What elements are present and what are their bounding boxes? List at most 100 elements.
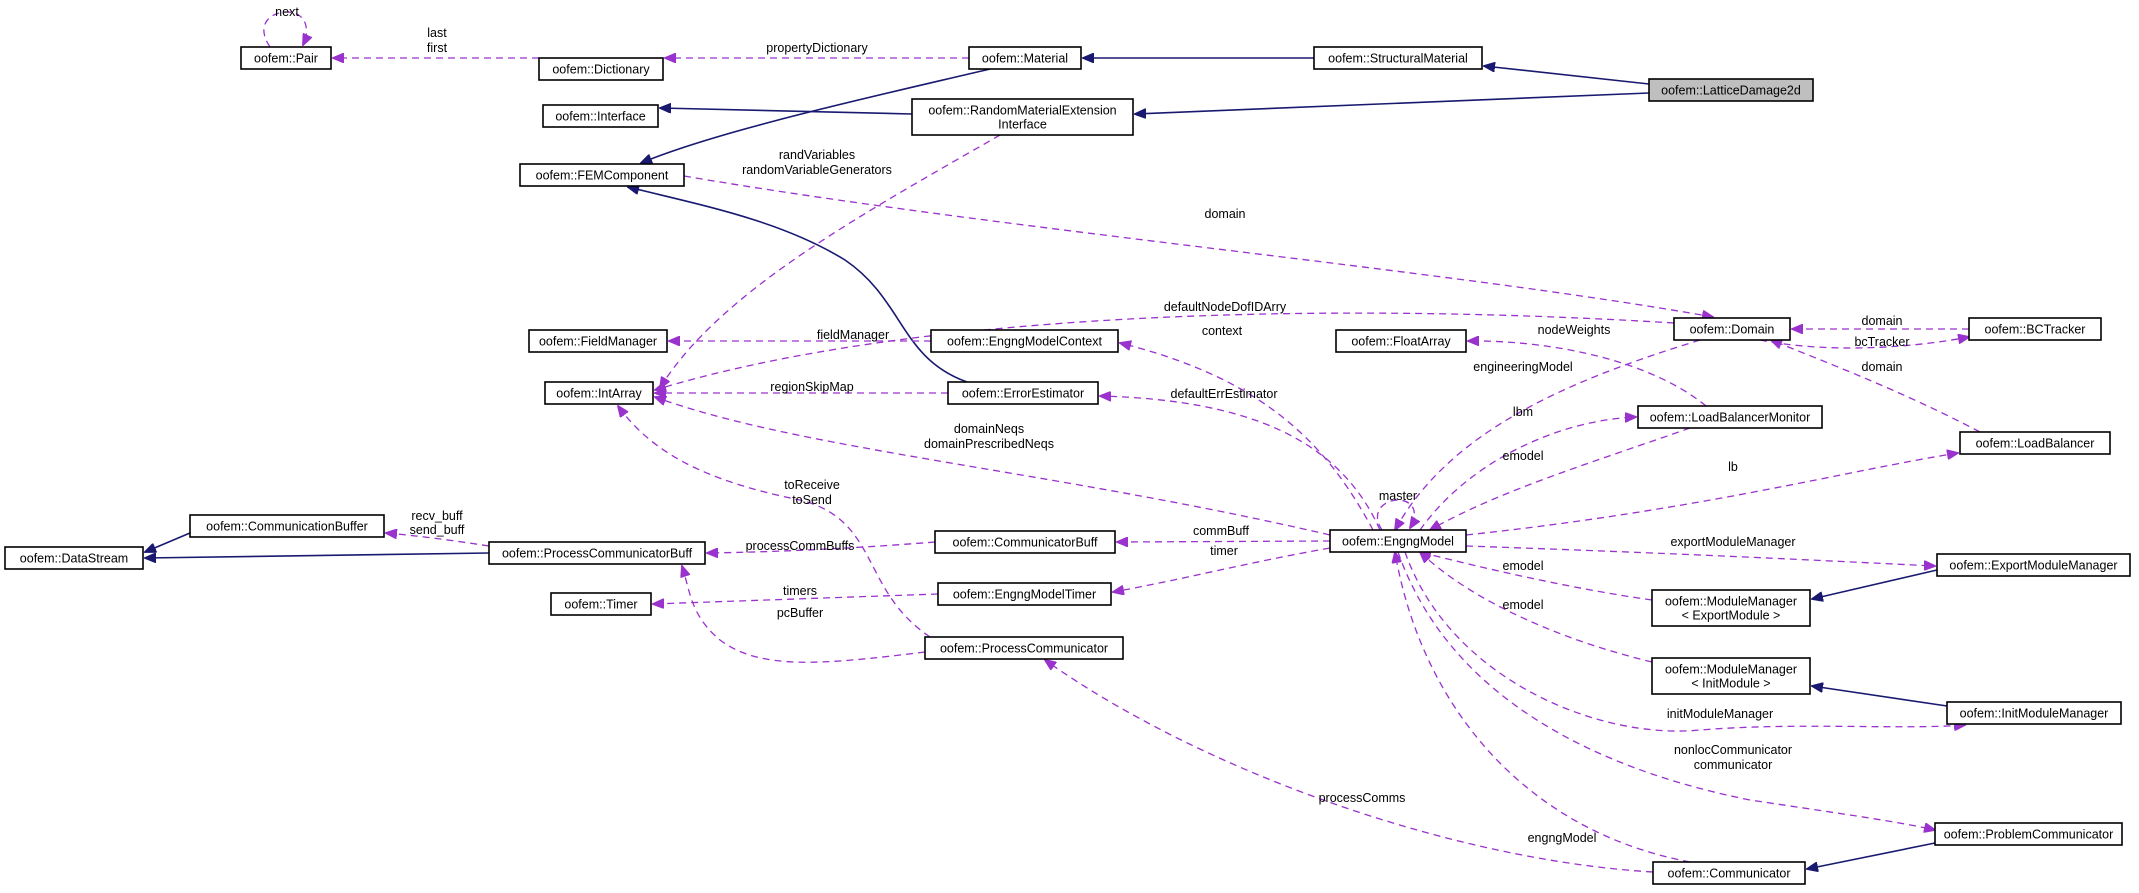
class-node-label: oofem::Dictionary xyxy=(552,63,650,77)
class-node-box xyxy=(924,636,1124,660)
class-node-pair[interactable]: oofem::Pair xyxy=(240,46,332,70)
usage-edge-process-communicator-to-process-communicator-buff xyxy=(682,566,926,663)
class-node-dictionary[interactable]: oofem::Dictionary xyxy=(538,57,664,81)
edge-label: engineeringModel xyxy=(1473,360,1572,374)
class-node-box xyxy=(1936,553,2131,577)
edge-label: propertyDictionary xyxy=(766,41,868,55)
usage-edge-load-balancer-monitor-to-engng-model xyxy=(1430,427,1691,530)
usage-edge-engng-model-to-load-balancer xyxy=(1465,453,1958,536)
usage-edge-communicator-buff-to-process-communicator-buff xyxy=(707,541,936,553)
class-node-problem-communicator[interactable]: oofem::ProblemCommunicator xyxy=(1934,822,2123,846)
usage-edge-load-balancer-to-domain xyxy=(1771,340,1981,433)
edge-label: next xyxy=(275,5,299,19)
class-node-float-array[interactable]: oofem::FloatArray xyxy=(1335,329,1467,353)
class-node-label: oofem::ErrorEstimator xyxy=(962,387,1084,401)
class-node-lattice-damage2d[interactable]: oofem::LatticeDamage2d xyxy=(1648,78,1814,102)
inheritance-edge-error-estimator-to-femcomponent xyxy=(628,187,968,383)
class-node-label: oofem::LatticeDamage2d xyxy=(1661,84,1801,98)
class-node-box xyxy=(4,546,144,570)
class-node-timer[interactable]: oofem::Timer xyxy=(550,592,652,616)
class-node-process-communicator[interactable]: oofem::ProcessCommunicator xyxy=(924,636,1124,660)
class-node-module-manager-export[interactable]: oofem::ModuleManager< ExportModule > xyxy=(1651,589,1811,627)
class-node-label: oofem::CommunicatorBuff xyxy=(953,536,1098,550)
class-node-domain[interactable]: oofem::Domain xyxy=(1673,317,1791,341)
class-node-int-array[interactable]: oofem::IntArray xyxy=(544,381,654,405)
class-node-box xyxy=(488,541,706,565)
class-node-label: oofem::StructuralMaterial xyxy=(1328,52,1468,66)
class-node-structural-material[interactable]: oofem::StructuralMaterial xyxy=(1313,46,1483,70)
class-node-communicator-buff[interactable]: oofem::CommunicatorBuff xyxy=(934,530,1116,554)
edge-label: exportModuleManager xyxy=(1670,535,1795,549)
class-node-label: oofem::ExportModuleManager xyxy=(1949,559,2117,573)
edge-label: defaultErrEstimator xyxy=(1171,387,1278,401)
class-node-box xyxy=(930,329,1119,353)
class-node-label: oofem::FEMComponent xyxy=(536,169,669,183)
class-node-label: oofem::ProblemCommunicator xyxy=(1944,828,2114,842)
class-node-export-module-manager[interactable]: oofem::ExportModuleManager xyxy=(1936,553,2131,577)
usage-edge-communicator-to-engng-model xyxy=(1395,552,1691,863)
inheritance-edge-material-to-femcomponent xyxy=(641,68,991,163)
class-node-module-manager-init[interactable]: oofem::ModuleManager< InitModule > xyxy=(1651,657,1811,695)
edge-label: recv_buff xyxy=(411,509,463,523)
class-node-box xyxy=(1651,657,1811,695)
usage-edge-domain-to-int-array xyxy=(655,312,1675,390)
usage-edge-engng-model-to-init-module-manager xyxy=(1404,551,1965,732)
usage-edge-domain-to-bctracker xyxy=(1759,337,1969,349)
usage-edge-communicator-to-process-communicator xyxy=(1045,660,1654,873)
class-node-label: oofem::FieldManager xyxy=(539,335,657,349)
class-node-box xyxy=(1673,317,1791,341)
usage-edge-engng-model-to-export-module-manager xyxy=(1465,545,1935,566)
class-node-box xyxy=(538,57,664,81)
class-node-label: oofem::EngngModelTimer xyxy=(953,588,1096,602)
class-node-engng-model[interactable]: oofem::EngngModel xyxy=(1329,529,1467,553)
class-node-load-balancer-monitor[interactable]: oofem::LoadBalancerMonitor xyxy=(1637,405,1823,429)
usage-edge-random-material-extension-interface-to-int-array xyxy=(660,134,1001,388)
class-node-field-manager[interactable]: oofem::FieldManager xyxy=(528,329,668,353)
edge-label: toReceive xyxy=(784,478,840,492)
edge-label: nonlocCommunicator xyxy=(1674,743,1792,757)
inheritance-edge-init-module-manager-to-module-manager-init xyxy=(1812,686,1948,707)
inheritance-edge-lattice-damage2d-to-random-material-extension-interface xyxy=(1135,92,1650,114)
usage-edge-engng-model-to-error-estimator xyxy=(1100,396,1381,531)
edge-label: domainNeqs xyxy=(954,422,1024,436)
class-node-communicator[interactable]: oofem::Communicator xyxy=(1652,861,1806,885)
class-node-label: oofem::Timer xyxy=(564,598,637,612)
class-node-box xyxy=(1637,405,1823,429)
usage-edge-femcomponent-to-domain xyxy=(683,175,1713,317)
class-node-box xyxy=(1934,822,2123,846)
class-node-data-stream[interactable]: oofem::DataStream xyxy=(4,546,144,570)
class-node-engng-model-timer[interactable]: oofem::EngngModelTimer xyxy=(937,582,1112,606)
class-node-label: < ExportModule > xyxy=(1682,609,1781,623)
class-node-load-balancer[interactable]: oofem::LoadBalancer xyxy=(1959,431,2111,455)
class-node-material[interactable]: oofem::Material xyxy=(968,46,1082,70)
edge-label: randVariables xyxy=(779,148,855,162)
edge-label: emodel xyxy=(1503,559,1544,573)
edge-label: communicator xyxy=(1694,758,1773,772)
class-node-box xyxy=(528,329,668,353)
usage-edge-load-balancer-monitor-to-float-array xyxy=(1468,341,1707,407)
class-node-box xyxy=(947,381,1099,405)
edge-label: emodel xyxy=(1503,598,1544,612)
usage-edge-module-manager-init-to-engng-model xyxy=(1420,552,1653,663)
edge-label: lb xyxy=(1728,460,1738,474)
class-node-init-module-manager[interactable]: oofem::InitModuleManager xyxy=(1946,701,2122,725)
edge-label: master xyxy=(1379,489,1417,503)
class-node-box xyxy=(1946,701,2122,725)
class-node-label: oofem::DataStream xyxy=(20,552,128,566)
class-node-box xyxy=(937,582,1112,606)
usage-edge-domain-to-engng-model xyxy=(1395,339,1701,530)
class-node-box xyxy=(550,592,652,616)
class-node-bctracker[interactable]: oofem::BCTracker xyxy=(1968,317,2102,341)
class-node-interface[interactable]: oofem::Interface xyxy=(542,104,659,128)
class-node-femcomponent[interactable]: oofem::FEMComponent xyxy=(519,163,685,187)
usage-edge-pair-to-pair xyxy=(263,11,307,48)
class-node-box xyxy=(544,381,654,405)
class-node-box xyxy=(1968,317,2102,341)
class-node-engng-model-context[interactable]: oofem::EngngModelContext xyxy=(930,329,1119,353)
edge-label: commBuff xyxy=(1193,524,1250,538)
class-node-box xyxy=(934,530,1116,554)
class-node-communication-buffer[interactable]: oofem::CommunicationBuffer xyxy=(189,514,385,538)
class-node-error-estimator[interactable]: oofem::ErrorEstimator xyxy=(947,381,1099,405)
class-node-process-communicator-buff[interactable]: oofem::ProcessCommunicatorBuff xyxy=(488,541,706,565)
